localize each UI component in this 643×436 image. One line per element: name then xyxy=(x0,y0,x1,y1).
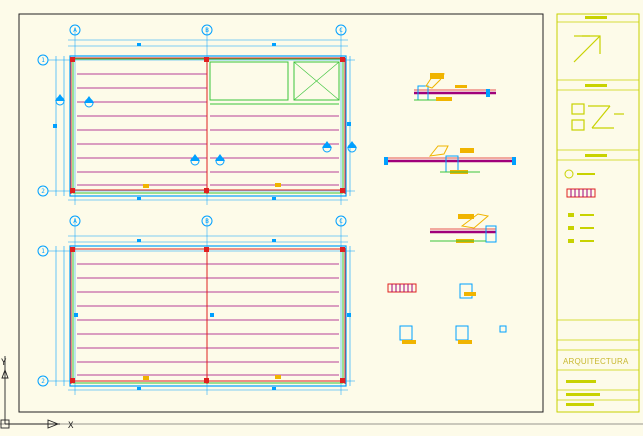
dimension-ticks-bottom xyxy=(74,239,351,390)
grid-label-c-top: C xyxy=(339,27,343,34)
annotations-bottom xyxy=(143,375,281,380)
grid-label-1-top: 1 xyxy=(41,57,45,64)
grid-lines-top xyxy=(48,28,355,205)
grid-bubbles-top: A B C 1 2 xyxy=(37,24,347,197)
grid-label-b-top: B xyxy=(205,27,209,34)
sheet-frame xyxy=(18,13,544,413)
ucs-icon xyxy=(0,356,60,429)
columns-top xyxy=(70,57,345,193)
roof-plan-top[interactable] xyxy=(48,28,357,205)
ucs-x-label: X xyxy=(68,421,74,431)
detail-section-1[interactable] xyxy=(414,73,496,101)
skylight-opening-1 xyxy=(209,61,289,101)
purlins-top xyxy=(77,73,339,186)
roof-plan-bottom[interactable] xyxy=(48,218,355,395)
perimeter-beam-top xyxy=(72,58,344,194)
detail-section-2[interactable] xyxy=(384,145,516,174)
title-block-project-label: ARQUITECTURA xyxy=(563,357,629,366)
purlins-bottom xyxy=(77,263,339,376)
section-markers-top xyxy=(55,94,357,166)
plan-outline-bottom xyxy=(69,245,347,387)
columns-bottom xyxy=(70,247,345,383)
logo-icon xyxy=(571,103,624,131)
grid-label-1-bottom: 1 xyxy=(41,248,45,255)
perimeter-beam-bottom xyxy=(72,248,344,384)
grid-label-c-bottom: C xyxy=(339,218,343,225)
structure-red-bottom xyxy=(70,248,346,384)
plan-outline-top xyxy=(69,55,347,197)
structure-red-top xyxy=(70,57,346,194)
north-arrow-icon xyxy=(573,35,601,63)
grid-label-2-top: 2 xyxy=(41,188,45,195)
title-block[interactable] xyxy=(556,13,640,413)
detail-section-3[interactable] xyxy=(430,213,497,243)
grid-lines-bottom xyxy=(48,218,355,395)
grid-label-a-top: A xyxy=(73,27,77,34)
legend xyxy=(564,169,596,243)
ucs-y-label: Y xyxy=(1,358,7,368)
grid-label-a-bottom: A xyxy=(73,218,77,225)
grid-label-2-bottom: 2 xyxy=(41,378,45,385)
skylight-opening-2 xyxy=(293,61,340,101)
grid-bubbles-bottom: A B C 1 2 xyxy=(37,215,347,387)
detail-small-set[interactable] xyxy=(387,283,507,344)
grid-label-b-bottom: B xyxy=(205,218,209,225)
dimension-lines-bottom xyxy=(55,235,351,391)
dimension-ticks-top xyxy=(53,43,351,200)
annotations-top xyxy=(143,183,281,188)
dimension-lines-top xyxy=(55,39,351,201)
